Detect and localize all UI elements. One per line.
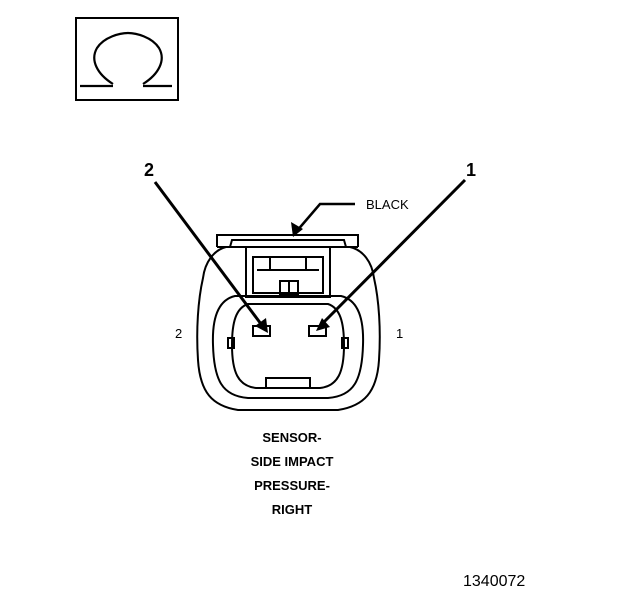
callout-2: 2 <box>144 160 154 180</box>
ohmmeter-symbol <box>75 17 179 101</box>
ohm-icon <box>80 31 172 88</box>
svg-text:SENSOR-: SENSOR- <box>262 430 321 445</box>
connector-color-label: BLACK <box>366 197 409 212</box>
svg-text:PRESSURE-: PRESSURE- <box>254 478 330 493</box>
cavity-label-2: 2 <box>175 326 182 341</box>
callout-leaders <box>153 178 467 333</box>
terminal-cavity-1 <box>308 325 327 337</box>
svg-text:SIDE IMPACT: SIDE IMPACT <box>251 454 334 469</box>
cavity-label-1: 1 <box>396 326 403 341</box>
component-name: SENSOR- SIDE IMPACT PRESSURE- RIGHT <box>251 430 334 517</box>
connector-body <box>196 234 381 411</box>
figure-id: 1340072 <box>463 573 525 590</box>
callout-1: 1 <box>466 160 476 180</box>
svg-text:RIGHT: RIGHT <box>272 502 313 517</box>
